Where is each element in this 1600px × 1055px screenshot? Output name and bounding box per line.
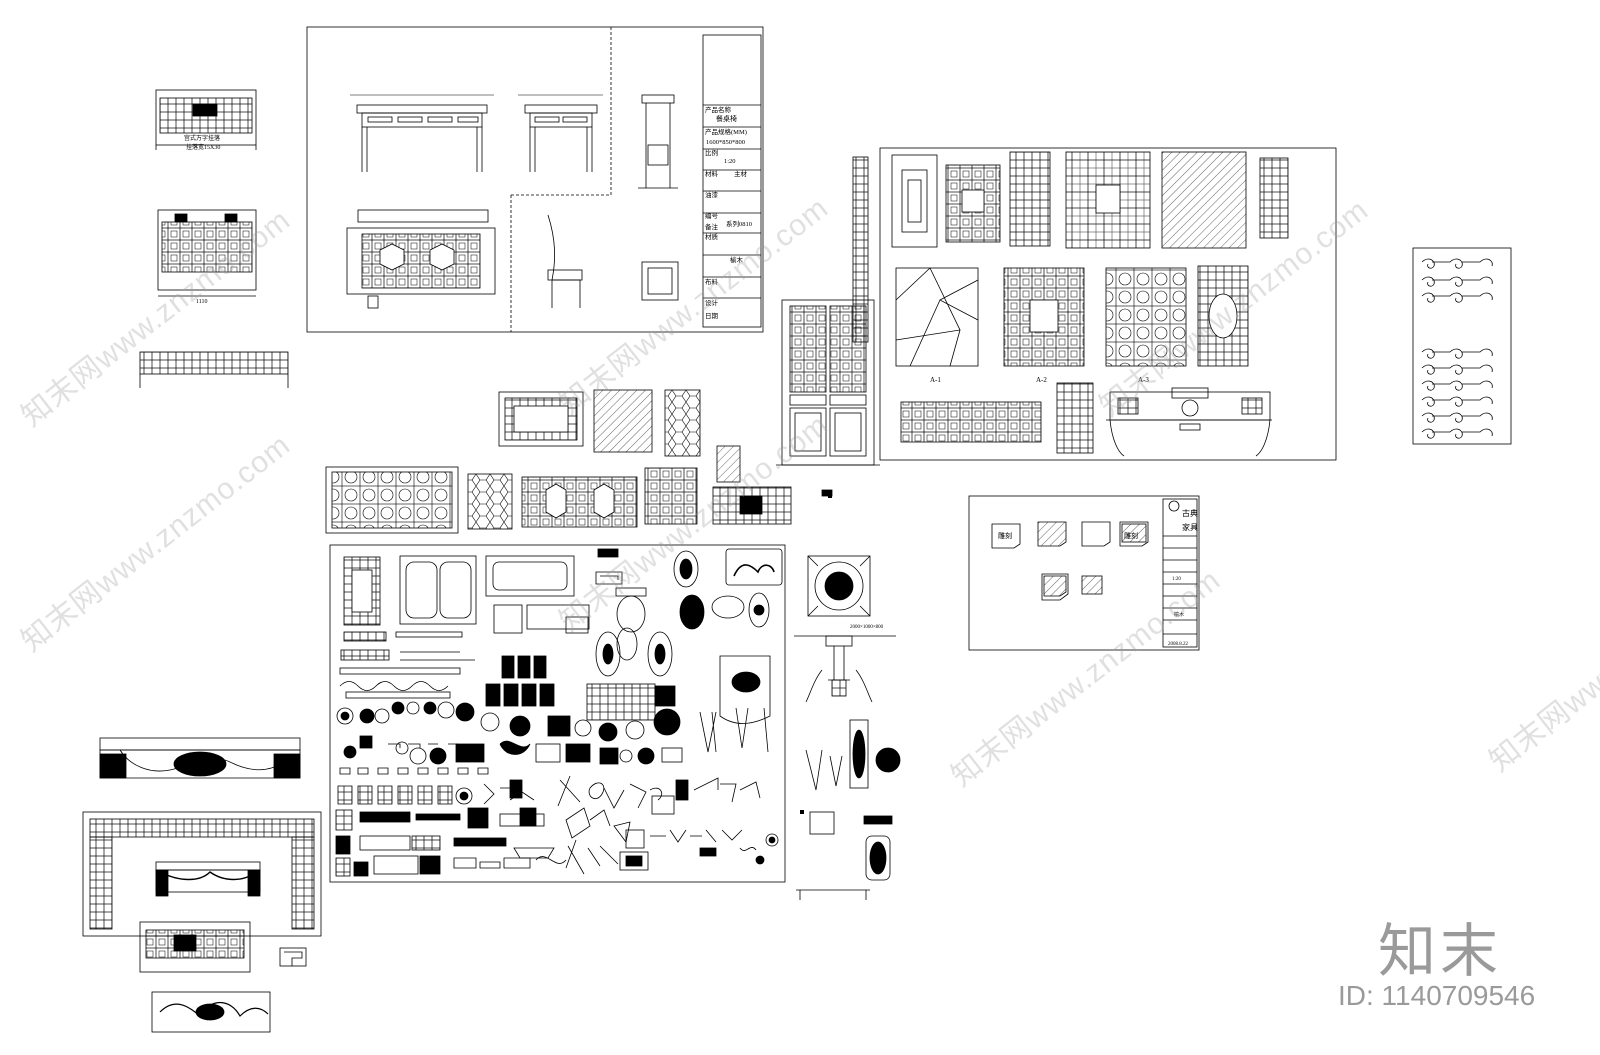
tb-spec-label: 产品规格(MM) (705, 127, 747, 136)
cabinet-group (776, 156, 880, 497)
tb-scale-label: 比例 (705, 148, 718, 157)
tb-spec-value: 1600*850*800 (706, 139, 745, 146)
tb-note-label: 备注 (705, 222, 719, 231)
material-date: 2008.8.22 (1168, 642, 1189, 647)
tb-design-label: 设计 (705, 298, 719, 307)
cloud-scroll-panel (1412, 247, 1512, 445)
swatch-4-label: 雕刻 (1124, 531, 1138, 540)
misc-marks (800, 494, 832, 814)
tb-product-name-label: 产品名称 (705, 105, 732, 114)
tb-fabric-label: 布料 (705, 277, 719, 286)
middle-lattice-row (325, 389, 792, 534)
tb-code-label: 编号 (705, 211, 719, 220)
tb-wood-value: 榆木 (730, 255, 744, 264)
ornament-library-sheet (329, 544, 786, 883)
tb-product-name: 餐桌椅 (716, 114, 737, 123)
lattice-dim: 1110 (196, 299, 208, 305)
lattice-label-2: 挂落宽15X30 (186, 143, 220, 151)
top-left-lattice-group: 宫式万字挂落 挂落宽15X30 1110 (139, 89, 289, 388)
material-header-2: 家具 (1182, 522, 1198, 532)
lattice-label-1: 宫式万字挂落 (184, 134, 220, 142)
tb-wood-label: 材质 (705, 232, 719, 241)
brand-logo: 知末 (1378, 917, 1503, 985)
round-table-group: 2000×1000×800 (794, 555, 901, 900)
tb-material-value: 主材 (734, 169, 748, 178)
lattice-label-a3: A-3 (1138, 376, 1149, 384)
tb-series-value: 系列0810 (726, 219, 752, 228)
material-header-1: 古典 (1182, 508, 1198, 518)
bottom-left-group (82, 737, 322, 1033)
brand-id-label: ID: 1140709546 (1338, 980, 1536, 1011)
tb-material-label: 材料 (705, 169, 719, 178)
tb-date-label: 日期 (705, 312, 719, 320)
tb-finish-label: 油漆 (705, 190, 719, 199)
lattice-label-a2: A-2 (1036, 376, 1047, 384)
lattice-sheet: A-1 A-2 A-3 (879, 147, 1337, 461)
material-sheet: 雕刻 雕刻 古典 家具 1:20 榆木 2008.8.22 (968, 495, 1200, 651)
material-row-2: 榆木 (1174, 611, 1184, 618)
swatch-1-label: 雕刻 (998, 531, 1012, 540)
material-row-1: 1:20 (1172, 577, 1181, 582)
dining-table-sheet: 产品名称 餐桌椅 产品规格(MM) 1600*850*800 比例 1:20 材… (306, 26, 764, 333)
round-table-note: 2000×1000×800 (850, 625, 884, 630)
tb-scale-value: 1:20 (724, 158, 736, 165)
lattice-label-a1: A-1 (930, 376, 941, 384)
